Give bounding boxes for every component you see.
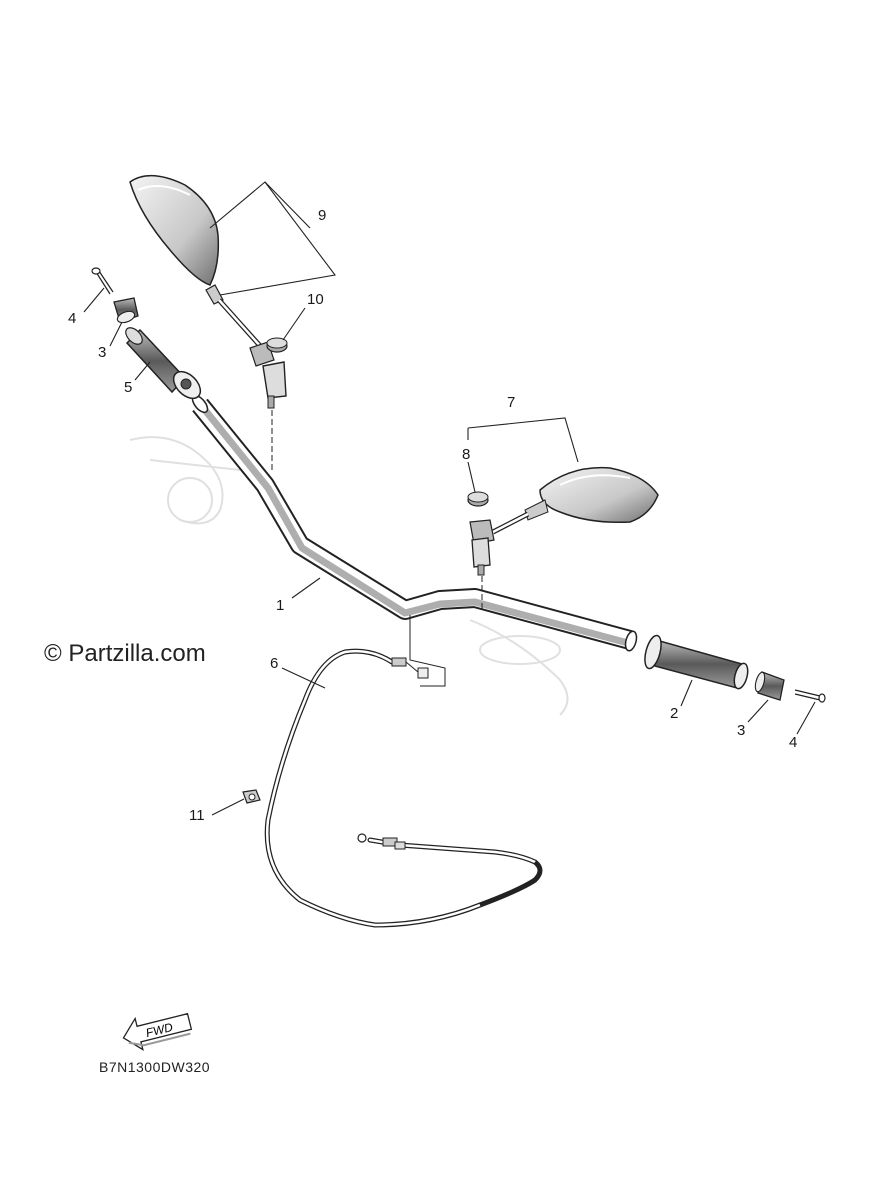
right-mirror [469,466,659,576]
right-bar-end-weight [754,671,785,701]
fwd-label: FWD [144,1020,174,1040]
cable-clamp [242,789,261,804]
callout-10: 10 [307,291,324,308]
callout-2: 2 [670,705,678,722]
callout-6: 6 [270,655,278,672]
callout-4-right: 4 [789,734,797,751]
callout-5: 5 [124,379,132,396]
callout-numbers: 1 2 3 4 3 4 5 6 7 8 9 10 11 [68,207,797,824]
diagram-code: B7N1300DW320 [99,1059,211,1075]
callout-3-left: 3 [98,344,106,361]
callout-1: 1 [276,597,284,614]
right-bar-end-screw [794,689,826,703]
callout-7: 7 [507,394,515,411]
callout-3-right: 3 [737,722,745,739]
left-grip [125,327,202,400]
left-bar-end-screw [91,267,114,295]
handlebar [191,394,638,652]
fwd-arrow-icon: FWD [122,1012,193,1051]
ghost-background-parts [129,436,569,716]
leader-lines [83,181,816,816]
watermark: © Partzilla.com [44,640,206,667]
callout-4-left: 4 [68,310,76,327]
callout-8: 8 [462,446,470,463]
left-bar-end-weight [113,297,139,324]
right-grip [644,634,749,690]
throttle-cable [264,648,543,928]
cable-routing-bracket [409,615,446,687]
callout-11: 11 [189,807,205,824]
callout-9: 9 [318,207,326,224]
left-mirror-nut [266,337,288,353]
left-mirror [129,175,287,409]
right-mirror-nut [467,491,489,507]
